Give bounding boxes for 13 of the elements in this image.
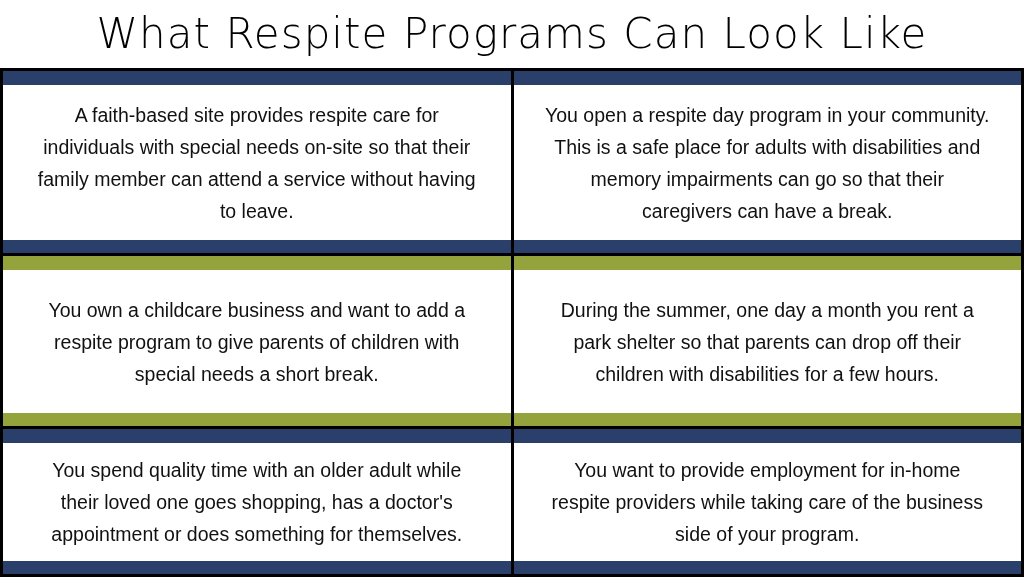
panel-text: A faith-based site provides respite care for individuals with special needs on-site so that their family member can attend a service without having to leave. (36, 102, 477, 224)
card-panel (513, 429, 1021, 574)
card-panel (3, 256, 511, 426)
card-panel (513, 71, 1021, 253)
panel-text: During the summer, one day a month you rent a park shelter so that parents can drop off their children with disabilities for a few hours. (559, 297, 975, 387)
panel-text: You own a childcare business and want to add a respite program to give parents of children with special needs a short break. (47, 297, 467, 387)
title: What Respite Programs Can Look Like (96, 13, 928, 55)
panel-text: You open a respite day program in your community. This is a safe place for adults with disabilities and memory impairments can go so that their caregivers can have a break. (544, 102, 991, 224)
card-panel (513, 256, 1021, 426)
card-panel (3, 429, 511, 574)
panel-text: You spend quality time with an older adult while their loved one goes shopping, has a doctor's appointment or does something for themselves. (50, 458, 464, 547)
panel-text: You want to provide employment for in-home respite providers while taking care of the business side of your program. (550, 458, 984, 547)
card-panel (3, 71, 511, 253)
